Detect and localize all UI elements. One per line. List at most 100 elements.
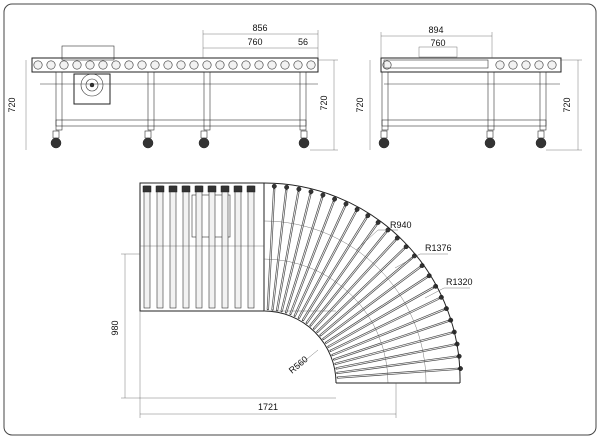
roller-bracket <box>207 185 217 193</box>
plan-curve-inner-rail <box>263 310 337 384</box>
curve-roller-face <box>281 194 311 312</box>
front-legs-mid <box>147 71 155 131</box>
side-top-rail <box>383 59 489 69</box>
roller-end-icon <box>137 60 147 70</box>
front-roller-bed <box>31 57 319 73</box>
roller-bracket <box>375 219 381 225</box>
roller-bracket <box>181 185 191 193</box>
front-drive-housing <box>61 45 115 61</box>
curve-roller-face <box>313 239 396 329</box>
plan-roller <box>169 185 177 309</box>
caster-icon <box>198 137 210 149</box>
roller-end-icon <box>254 60 264 70</box>
side-casters <box>378 130 547 149</box>
roller-end-icon <box>111 60 121 70</box>
curve-roller-face <box>320 257 413 336</box>
roller-end-icon <box>267 60 277 70</box>
roller-end-icon <box>202 60 212 70</box>
plan-straight-rollers <box>140 185 264 309</box>
plan-view: R940 R1376 R1320 R560 980 1721 <box>110 182 473 418</box>
roller-bracket <box>220 185 230 193</box>
side-roller-bed <box>380 57 562 73</box>
roller-end-icon <box>46 60 56 70</box>
front-legs-right <box>299 71 307 131</box>
side-dim-inner: 760 <box>430 38 445 48</box>
roller-bracket <box>343 201 349 207</box>
radius-rail-label: R1320 <box>446 277 473 287</box>
curve-roller-face <box>317 248 405 333</box>
caster-icon <box>484 137 496 149</box>
curve-roller-face <box>325 276 427 344</box>
curve-roller-face <box>267 189 275 310</box>
curve-roller-face <box>294 206 346 316</box>
curve-roller-face <box>310 231 387 326</box>
front-dim-overall: 856 <box>252 23 267 33</box>
plan-curve-rollers <box>263 183 463 384</box>
sheet-border <box>3 3 597 436</box>
front-rollers <box>33 60 316 70</box>
curve-guide-arc <box>263 220 427 384</box>
curve-roller-face <box>272 190 287 310</box>
curve-roller-face <box>336 344 455 369</box>
front-crossbar <box>55 119 307 127</box>
radius-outer-label: R940 <box>390 220 412 230</box>
side-view: 894 760 720 720 <box>355 25 582 151</box>
side-dim-width: 894 <box>428 25 443 35</box>
front-motor <box>73 73 111 105</box>
curve-roller-face <box>330 298 439 352</box>
roller-end-icon <box>241 60 251 70</box>
curve-roller-face <box>306 224 377 323</box>
roller-end-icon <box>98 60 108 70</box>
roller-end-icon <box>85 60 95 70</box>
curve-roller-face <box>337 368 458 379</box>
curve-roller-face <box>332 309 444 356</box>
roller-end-icon <box>124 60 134 70</box>
plan-roller <box>182 185 190 309</box>
plan-roller <box>234 185 242 309</box>
roller-end-icon <box>280 60 290 70</box>
curve-roller-face <box>290 201 334 315</box>
curve-guide-arc <box>263 258 389 384</box>
roller-end-icon <box>495 60 505 70</box>
roller-end-icon <box>215 60 225 70</box>
roller-end-icon <box>306 60 316 70</box>
roller-bracket <box>354 206 360 212</box>
roller-bracket <box>320 192 326 198</box>
plan-roller <box>143 185 151 309</box>
roller-end-icon <box>228 60 238 70</box>
roller-end-icon <box>508 60 518 70</box>
caster-icon <box>535 137 547 149</box>
side-dim-height-right: 720 <box>562 97 572 112</box>
roller-bracket <box>332 196 338 202</box>
roller-bracket <box>246 185 256 193</box>
caster-icon <box>298 137 310 149</box>
front-legs-left <box>55 71 63 131</box>
roller-bracket <box>365 213 371 219</box>
front-dim-height-right: 720 <box>319 95 329 110</box>
roller-end-icon <box>176 60 186 70</box>
curve-roller-face <box>337 356 457 374</box>
plan-roller <box>247 185 255 309</box>
plan-roller <box>156 185 164 309</box>
curve-roller-face <box>302 217 367 321</box>
plan-curve-outer-rail <box>263 182 461 384</box>
plan-dim-length: 1721 <box>258 402 278 412</box>
front-dim-roller-span: 760 <box>247 37 262 47</box>
roller-bracket <box>271 183 277 189</box>
curve-roller-face <box>276 191 299 311</box>
roller-bracket <box>155 185 165 193</box>
roller-bracket <box>284 184 290 190</box>
front-dim-height-left: 720 <box>7 97 17 112</box>
roller-bracket <box>458 366 463 372</box>
front-legs-mid2 <box>203 71 211 131</box>
curve-roller-face <box>328 287 434 348</box>
curve-roller-face <box>298 211 357 318</box>
roller-bracket <box>142 185 152 193</box>
roller-bracket <box>168 185 178 193</box>
plan-roller <box>195 185 203 309</box>
curve-roller-face <box>323 266 421 340</box>
curve-roller-face <box>285 197 323 313</box>
caster-icon <box>50 137 62 149</box>
side-rollers <box>382 60 557 70</box>
